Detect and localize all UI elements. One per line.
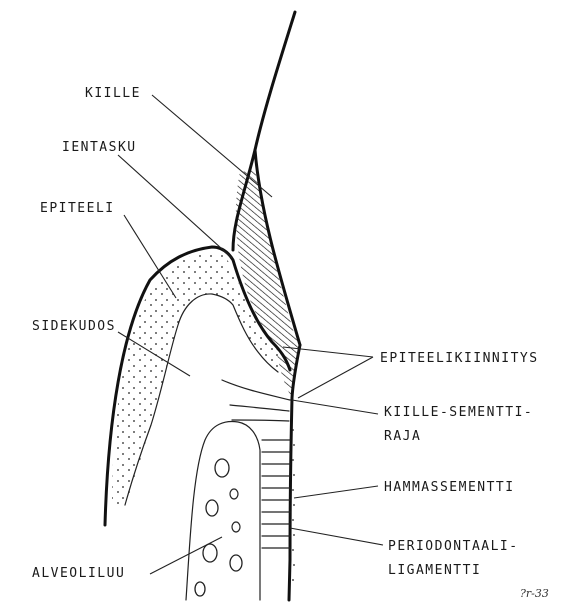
cementum-dots [292,429,295,581]
label-epiteeli: EPITEELI [40,201,115,216]
bone-pore [203,544,217,562]
label-ientasku: IENTASKU [62,140,137,155]
label-periodontaali-line2: LIGAMENTTI [388,563,481,578]
leader-line [298,357,373,398]
leader-line [150,537,222,574]
label-kiille-sementti-raja-line2: RAJA [384,429,421,444]
label-sidekudos: SIDEKUDOS [32,319,116,334]
bone-pore [230,555,242,571]
label-hammassementti: HAMMASSEMENTTI [384,480,515,495]
bone-pore [232,522,240,532]
bone-pore [206,500,218,516]
bone-pore [230,489,238,499]
leader-line [118,155,232,258]
label-periodontaali-line1: PERIODONTAALI- [388,539,519,554]
connective-tissue-fiber [230,405,289,411]
alveolar-bone-outline [186,422,260,600]
periodontal-ligament-fibers [262,440,290,548]
connective-tissue-fiber [222,380,290,400]
connective-tissue-fiber [232,420,289,421]
label-kiille: KIILLE [85,86,141,101]
leader-line [294,486,378,498]
label-kiille-sementti-raja-line1: KIILLE-SEMENTTI- [384,405,533,420]
leader-line [124,215,176,298]
leader-line [292,400,378,414]
label-alveoliluu: ALVEOLILUU [32,566,125,581]
artist-signature: ?r-33 [520,587,549,600]
bone-pore [195,582,205,596]
leader-line [290,528,383,545]
leader-line [152,95,272,197]
label-epiteelikiinnitys: EPITEELIKIINNITYS [380,351,539,366]
bone-pore [215,459,229,477]
